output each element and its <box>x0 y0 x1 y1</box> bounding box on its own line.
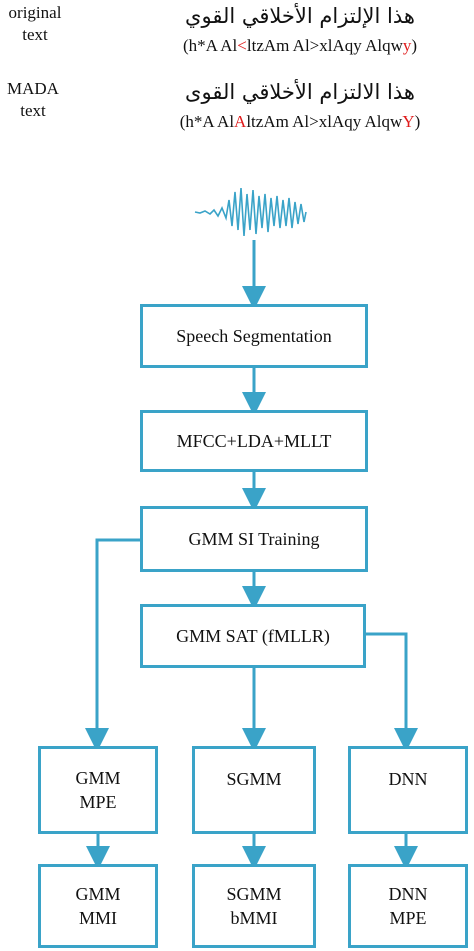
original-translit-part-b: ltzAm Al>xlAqy Alqw <box>246 36 403 55</box>
original-arabic-text: هذا الإلتزام الأخلاقي القوي <box>185 4 415 28</box>
mada-label-line1: MADA <box>7 79 59 98</box>
original-translit-highlight-2: y <box>402 36 412 55</box>
gmm-mmi-label-line2: MMI <box>78 908 117 928</box>
gmm-mmi-label-line1: GMM <box>75 884 121 904</box>
sgmm-bmmi-label-line1: SGMM <box>226 884 282 904</box>
gmm-sat-box: GMM SAT (fMLLR) <box>140 604 366 668</box>
speech-segmentation-box: Speech Segmentation <box>140 304 368 368</box>
sgmm-box: SGMM <box>192 746 316 834</box>
gmm-si-training-label: GMM SI Training <box>188 529 320 549</box>
original-label-line1: original <box>8 3 62 22</box>
original-translit-part-c: ) <box>411 36 418 55</box>
sgmm-bmmi-box: SGMM bMMI <box>192 864 316 948</box>
original-translit-part-a: (h*A Al <box>182 36 238 55</box>
dnn-mpe-label-line1: DNN <box>388 884 428 904</box>
mada-label-line2: text <box>20 101 46 120</box>
speech-waveform-icon <box>194 187 307 237</box>
speech-segmentation-label: Speech Segmentation <box>176 326 332 346</box>
dnn-mpe-box: DNN MPE <box>348 864 468 948</box>
original-label-line2: text <box>22 25 48 44</box>
mada-translit-highlight-2: Y <box>402 112 415 131</box>
gmm-mpe-box: GMM MPE <box>38 746 158 834</box>
sgmm-bmmi-label-line2: bMMI <box>230 908 278 928</box>
original-text-label: original text <box>0 2 70 46</box>
gmm-si-training-box: GMM SI Training <box>140 506 368 572</box>
mada-translit-part-a: (h*A Al <box>179 112 235 131</box>
dnn-mpe-label-line2: MPE <box>389 908 427 928</box>
gmm-mmi-box: GMM MMI <box>38 864 158 948</box>
original-transliteration: (h*A Al<ltzAm Al>xlAqy Alqwy) <box>150 36 450 56</box>
mada-arabic-text: هذا الالتزام الأخلاقي القوى <box>185 80 415 104</box>
gmm-sat-label: GMM SAT (fMLLR) <box>176 626 330 646</box>
mada-transliteration: (h*A AlAltzAm Al>xlAqy AlqwY) <box>150 112 450 132</box>
original-translit-highlight-1: < <box>237 36 247 55</box>
gmm-mpe-label-line2: MPE <box>79 792 117 812</box>
mada-translit-part-b: ltzAm Al>xlAqy Alqw <box>246 112 403 131</box>
sgmm-label: SGMM <box>226 769 282 789</box>
arrow-gmm-sat-to-dnn <box>364 632 418 752</box>
dnn-box: DNN <box>348 746 468 834</box>
arrow-gmm-si-to-gmm-mpe <box>85 538 143 752</box>
mada-translit-highlight-1: A <box>234 112 247 131</box>
dnn-label: DNN <box>388 769 428 789</box>
mfcc-lda-mllt-box: MFCC+LDA+MLLT <box>140 410 368 472</box>
gmm-mpe-label-line1: GMM <box>75 768 121 788</box>
mada-text-label: MADA text <box>0 78 66 122</box>
mada-translit-part-c: ) <box>414 112 421 131</box>
mfcc-lda-mllt-label: MFCC+LDA+MLLT <box>176 431 332 451</box>
